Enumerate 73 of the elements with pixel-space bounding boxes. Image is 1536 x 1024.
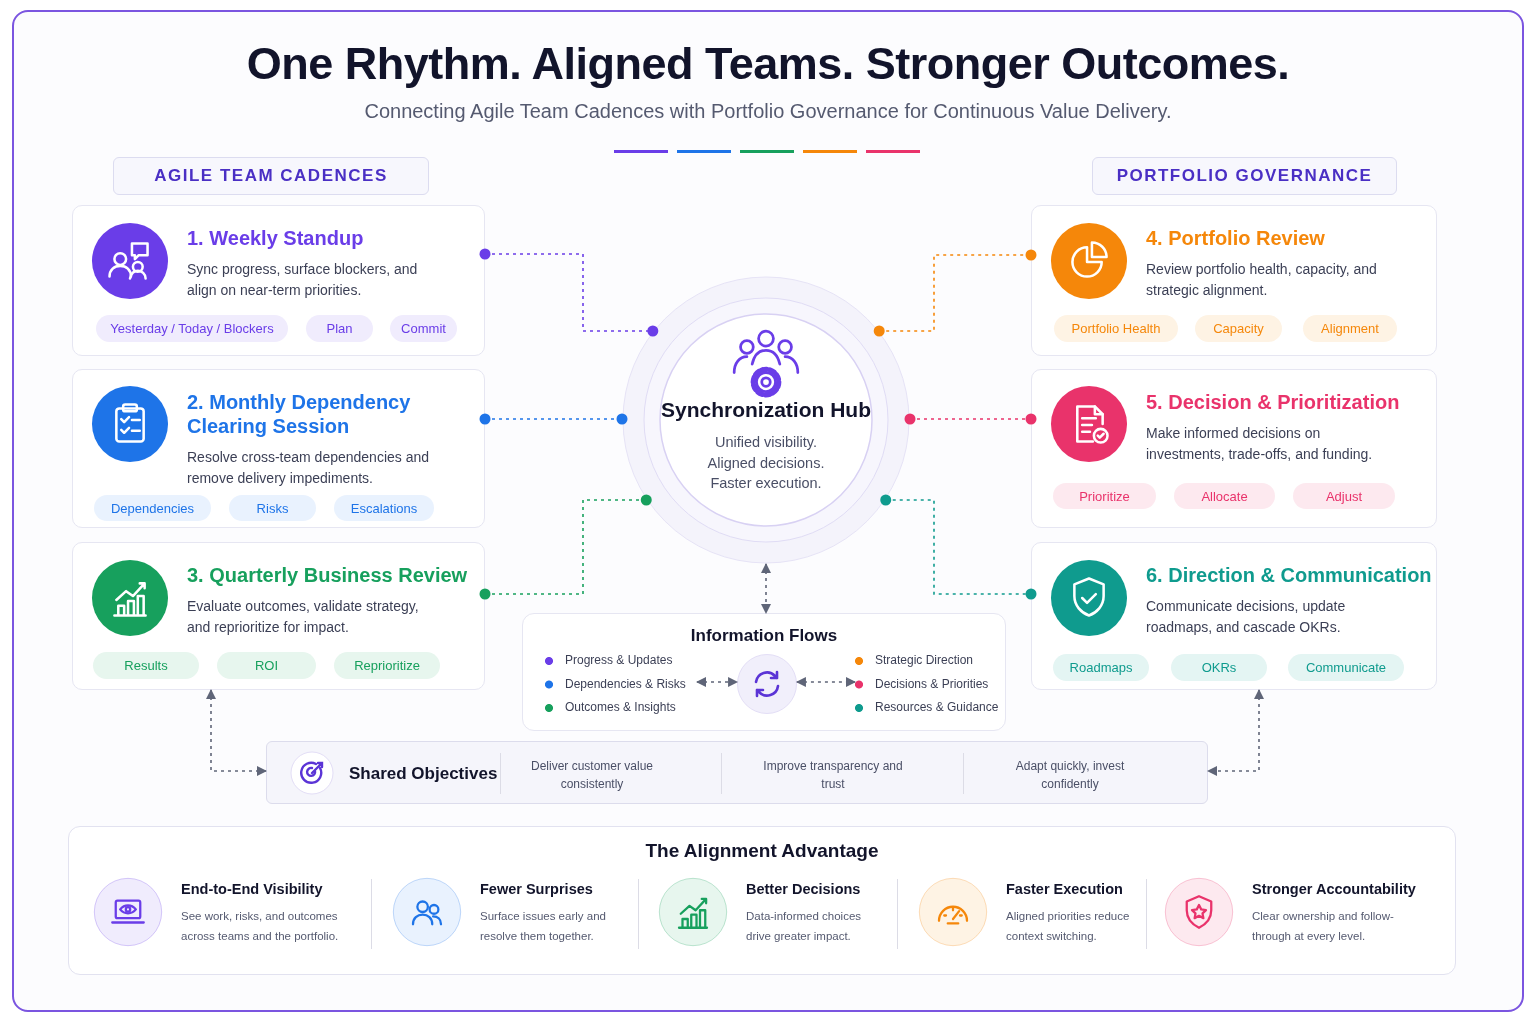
- cadence-card: [1031, 369, 1437, 528]
- tag-chip: OKRs: [1171, 654, 1267, 681]
- card-title: 4. Portfolio Review: [1146, 226, 1326, 250]
- card-description: Review portfolio health, capacity, and strategic alignment.: [1146, 260, 1378, 300]
- benefit-description: Aligned priorities reduce context switching.: [1006, 909, 1131, 944]
- benefit-description: Clear ownership and follow-through at every level.: [1252, 909, 1395, 944]
- section-header: AGILE TEAM CADENCES: [113, 157, 429, 195]
- card-description: Sync progress, surface blockers, and align on near-term priorities.: [187, 260, 419, 300]
- panel-title: Information Flows: [689, 626, 839, 646]
- cadence-card: [1031, 542, 1437, 690]
- connector: [696, 677, 739, 687]
- objectives-band: [266, 741, 1208, 804]
- connector: [1207, 689, 1264, 776]
- connector: [479, 248, 659, 337]
- info-flows-panel: [522, 613, 1006, 731]
- tag-chip: Results: [93, 652, 199, 679]
- card-description: Make informed decisions on investments, trade-offs, and funding.: [1146, 424, 1374, 464]
- tag-chip: Adjust: [1293, 483, 1395, 509]
- benefit-title: Fewer Surprises: [480, 881, 593, 897]
- panel-title: The Alignment Advantage: [644, 840, 880, 862]
- benefit-description: Surface issues early and resolve them together.: [480, 909, 607, 944]
- objective-text: Adapt quickly, invest confidently: [1014, 758, 1126, 793]
- tag-chip: Capacity: [1195, 315, 1282, 342]
- hub-title: Synchronization Hub: [660, 398, 872, 422]
- tag-chip: Communicate: [1288, 654, 1404, 681]
- tag-chip: Reprioritize: [334, 652, 440, 679]
- objective-text: Deliver customer value consistently: [529, 758, 654, 793]
- connector: [880, 494, 1037, 600]
- connector: [795, 677, 856, 687]
- tag-chip: Portfolio Health: [1054, 315, 1178, 342]
- advantage-panel: [68, 826, 1456, 975]
- tag-chip: Yesterday / Today / Blockers: [96, 315, 288, 342]
- tag-chip: Dependencies: [94, 495, 211, 521]
- tag-chip: Commit: [390, 315, 457, 342]
- cadence-card: [72, 205, 485, 356]
- connector: [904, 413, 1037, 425]
- cadence-card: [72, 542, 485, 690]
- card-title: 6. Direction & Communication: [1146, 563, 1433, 587]
- tag-chip: Roadmaps: [1053, 654, 1149, 681]
- band-title: Shared Objectives: [349, 764, 498, 784]
- connector: [479, 494, 652, 600]
- objective-text: Improve transparency and trust: [763, 758, 903, 793]
- connector: [761, 563, 771, 614]
- benefit-title: Stronger Accountability: [1252, 881, 1416, 897]
- benefit-description: See work, risks, and outcomes across teams and the portfolio.: [181, 909, 340, 944]
- connector: [873, 249, 1037, 337]
- card-description: Evaluate outcomes, validate strategy, and reprioritize for impact.: [187, 597, 420, 637]
- card-description: Communicate decisions, update roadmaps, and cascade OKRs.: [1146, 597, 1347, 637]
- benefit-title: Faster Execution: [1006, 881, 1123, 897]
- tag-chip: Prioritize: [1053, 483, 1156, 509]
- tag-chip: Alignment: [1303, 315, 1397, 342]
- benefit-title: Better Decisions: [746, 881, 861, 897]
- benefit-description: Data-informed choices drive greater impact.: [746, 909, 863, 944]
- card-title: 2. Monthly Dependency Clearing Session: [187, 390, 412, 438]
- hub-description: Unified visibility. Aligned decisions. Faster execution.: [706, 433, 826, 493]
- connector: [479, 413, 628, 425]
- tag-chip: ROI: [217, 652, 316, 679]
- hub-circle: [622, 276, 910, 564]
- tag-chip: Allocate: [1174, 483, 1275, 509]
- tag-chip: Plan: [306, 315, 373, 342]
- section-header: PORTFOLIO GOVERNANCE: [1092, 157, 1397, 195]
- card-title: 3. Quarterly Business Review: [187, 563, 469, 587]
- cadence-card: [1031, 205, 1437, 356]
- benefit-title: End-to-End Visibility: [181, 881, 323, 897]
- tag-chip: Risks: [229, 495, 316, 521]
- tag-chip: Escalations: [334, 495, 434, 521]
- subtitle: Connecting Agile Team Cadences with Portfolio Governance for Continuous Value Delivery.: [363, 100, 1173, 123]
- cadence-card: [72, 369, 485, 528]
- card-description: Resolve cross-team dependencies and remove delivery impediments.: [187, 448, 431, 488]
- card-title: 5. Decision & Prioritization: [1146, 390, 1401, 414]
- page-title: One Rhythm. Aligned Teams. Stronger Outcomes.: [245, 38, 1291, 90]
- connector: [206, 689, 267, 776]
- card-title: 1. Weekly Standup: [187, 226, 365, 250]
